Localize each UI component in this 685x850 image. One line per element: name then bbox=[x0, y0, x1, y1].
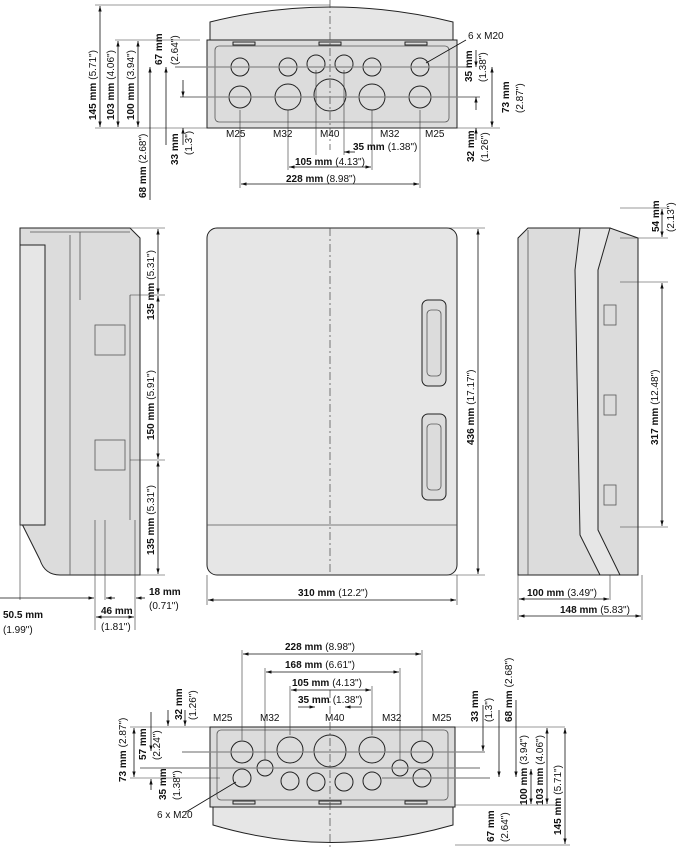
dim-50-5-in: (1.99") bbox=[3, 625, 33, 636]
dim-103: 103 mm(4.06") bbox=[106, 50, 117, 120]
m20-label-bottom: 6 x M20 bbox=[157, 810, 193, 821]
dim-18: 18 mm bbox=[149, 587, 181, 598]
dim-32-bottom-in: (1.26") bbox=[188, 690, 199, 720]
dim-228-bottom: 228 mm(8.98") bbox=[285, 642, 355, 653]
gland-label: M25 bbox=[213, 713, 233, 724]
dim-18-in: (0.71") bbox=[149, 601, 179, 612]
dim-46-in: (1.81") bbox=[101, 622, 131, 633]
door-handle-upper bbox=[421, 299, 447, 387]
dim-68-bottom: 68 mm(2.68") bbox=[504, 658, 515, 722]
gland-label: M40 bbox=[325, 713, 345, 724]
dim-46: 46 mm bbox=[101, 606, 133, 617]
gland-label: M40 bbox=[320, 129, 340, 140]
dim-35h-bottom: 35 mm(1.38") bbox=[298, 695, 362, 706]
dim-57: 57 mm bbox=[138, 728, 149, 760]
gland-label: M32 bbox=[382, 713, 402, 724]
dim-100-side: 100 mm(3.49") bbox=[527, 588, 597, 599]
dim-100-bottom: 100 mm(3.94") bbox=[519, 735, 530, 805]
door-handle-lower bbox=[421, 413, 447, 501]
dim-145: 145 mm(5.71") bbox=[88, 50, 99, 120]
dim-73-in: (2.87") bbox=[515, 83, 526, 113]
dim-68: 68 mm(2.68") bbox=[138, 134, 149, 198]
dim-35v: 35 mm bbox=[464, 50, 475, 82]
dim-105-bottom: 105 mm(4.13") bbox=[292, 678, 362, 689]
dim-35v-in: (1.38") bbox=[478, 52, 489, 82]
m20-label: 6 x M20 bbox=[468, 31, 504, 42]
top-lid-dome bbox=[209, 6, 454, 41]
bottom-view: 228 mm(8.98") 168 mm(6.61") 105 mm(4.13"… bbox=[118, 642, 570, 850]
dim-135-bottom: 135 mm(5.31") bbox=[146, 485, 157, 555]
dim-32-in: (1.26") bbox=[480, 132, 491, 162]
dim-150: 150 mm(5.91") bbox=[146, 370, 157, 440]
dim-33-bottom: 33 mm bbox=[470, 690, 481, 722]
dim-35h: 35 mm(1.38") bbox=[353, 142, 417, 153]
dim-73: 73 mm bbox=[501, 81, 512, 113]
dim-228: 228 mm(8.98") bbox=[286, 174, 356, 185]
top-body bbox=[206, 39, 458, 129]
gland-label: M25 bbox=[226, 129, 246, 140]
dim-32: 32 mm bbox=[466, 130, 477, 162]
dim-57-in: (2.24") bbox=[152, 730, 163, 760]
dim-148: 148 mm(5.83") bbox=[560, 605, 630, 616]
dim-33-in: (1.3") bbox=[184, 131, 195, 155]
dim-168: 168 mm(6.61") bbox=[285, 660, 355, 671]
dim-100: 100 mm(3.94") bbox=[126, 50, 137, 120]
dim-32-bottom: 32 mm bbox=[174, 688, 185, 720]
gland-label: M25 bbox=[432, 713, 452, 724]
dim-436: 436 mm(17.17") bbox=[466, 370, 477, 445]
dim-67-in: (2.64") bbox=[170, 35, 181, 65]
top-view: 145 mm(5.71") 103 mm(4.06") 100 mm(3.94"… bbox=[88, 0, 526, 200]
dim-67-bottom-in: (2.64") bbox=[500, 812, 511, 842]
gland-label: M32 bbox=[380, 129, 400, 140]
dim-103-bottom: 103 mm(4.06") bbox=[535, 735, 546, 805]
dim-67-bottom: 67 mm bbox=[486, 810, 497, 842]
dim-35v-bottom: 35 mm bbox=[158, 768, 169, 800]
dim-73-bottom: 73 mm(2.87") bbox=[118, 718, 129, 782]
dim-54: 54 mm bbox=[651, 200, 662, 232]
dim-105: 105 mm(4.13") bbox=[295, 157, 365, 168]
dim-145-bottom: 145 mm(5.71") bbox=[553, 765, 564, 835]
gland-label: M32 bbox=[273, 129, 293, 140]
gland-label: M32 bbox=[260, 713, 280, 724]
dim-317: 317 mm(12.48") bbox=[650, 370, 661, 445]
dim-54-in: (2.13") bbox=[666, 202, 677, 232]
dim-50-5: 50.5 mm bbox=[3, 610, 43, 621]
right-side-view: 54 mm (2.13") 317 mm(12.48") 100 mm(3.49… bbox=[517, 200, 677, 620]
left-side-view: 135 mm(5.31") 150 mm(5.91") 135 mm(5.31"… bbox=[0, 227, 181, 636]
dim-35v-bottom-in: (1.38") bbox=[172, 770, 183, 800]
front-view: 436 mm(17.17") 310 mm(12.2") bbox=[206, 227, 485, 605]
dim-135-top: 135 mm(5.31") bbox=[146, 250, 157, 320]
dim-310: 310 mm(12.2") bbox=[298, 588, 368, 599]
dim-67: 67 mm bbox=[154, 33, 165, 65]
dim-33-bottom-in: (1.3") bbox=[484, 698, 495, 722]
gland-label: M25 bbox=[425, 129, 445, 140]
dim-33: 33 mm bbox=[170, 133, 181, 165]
